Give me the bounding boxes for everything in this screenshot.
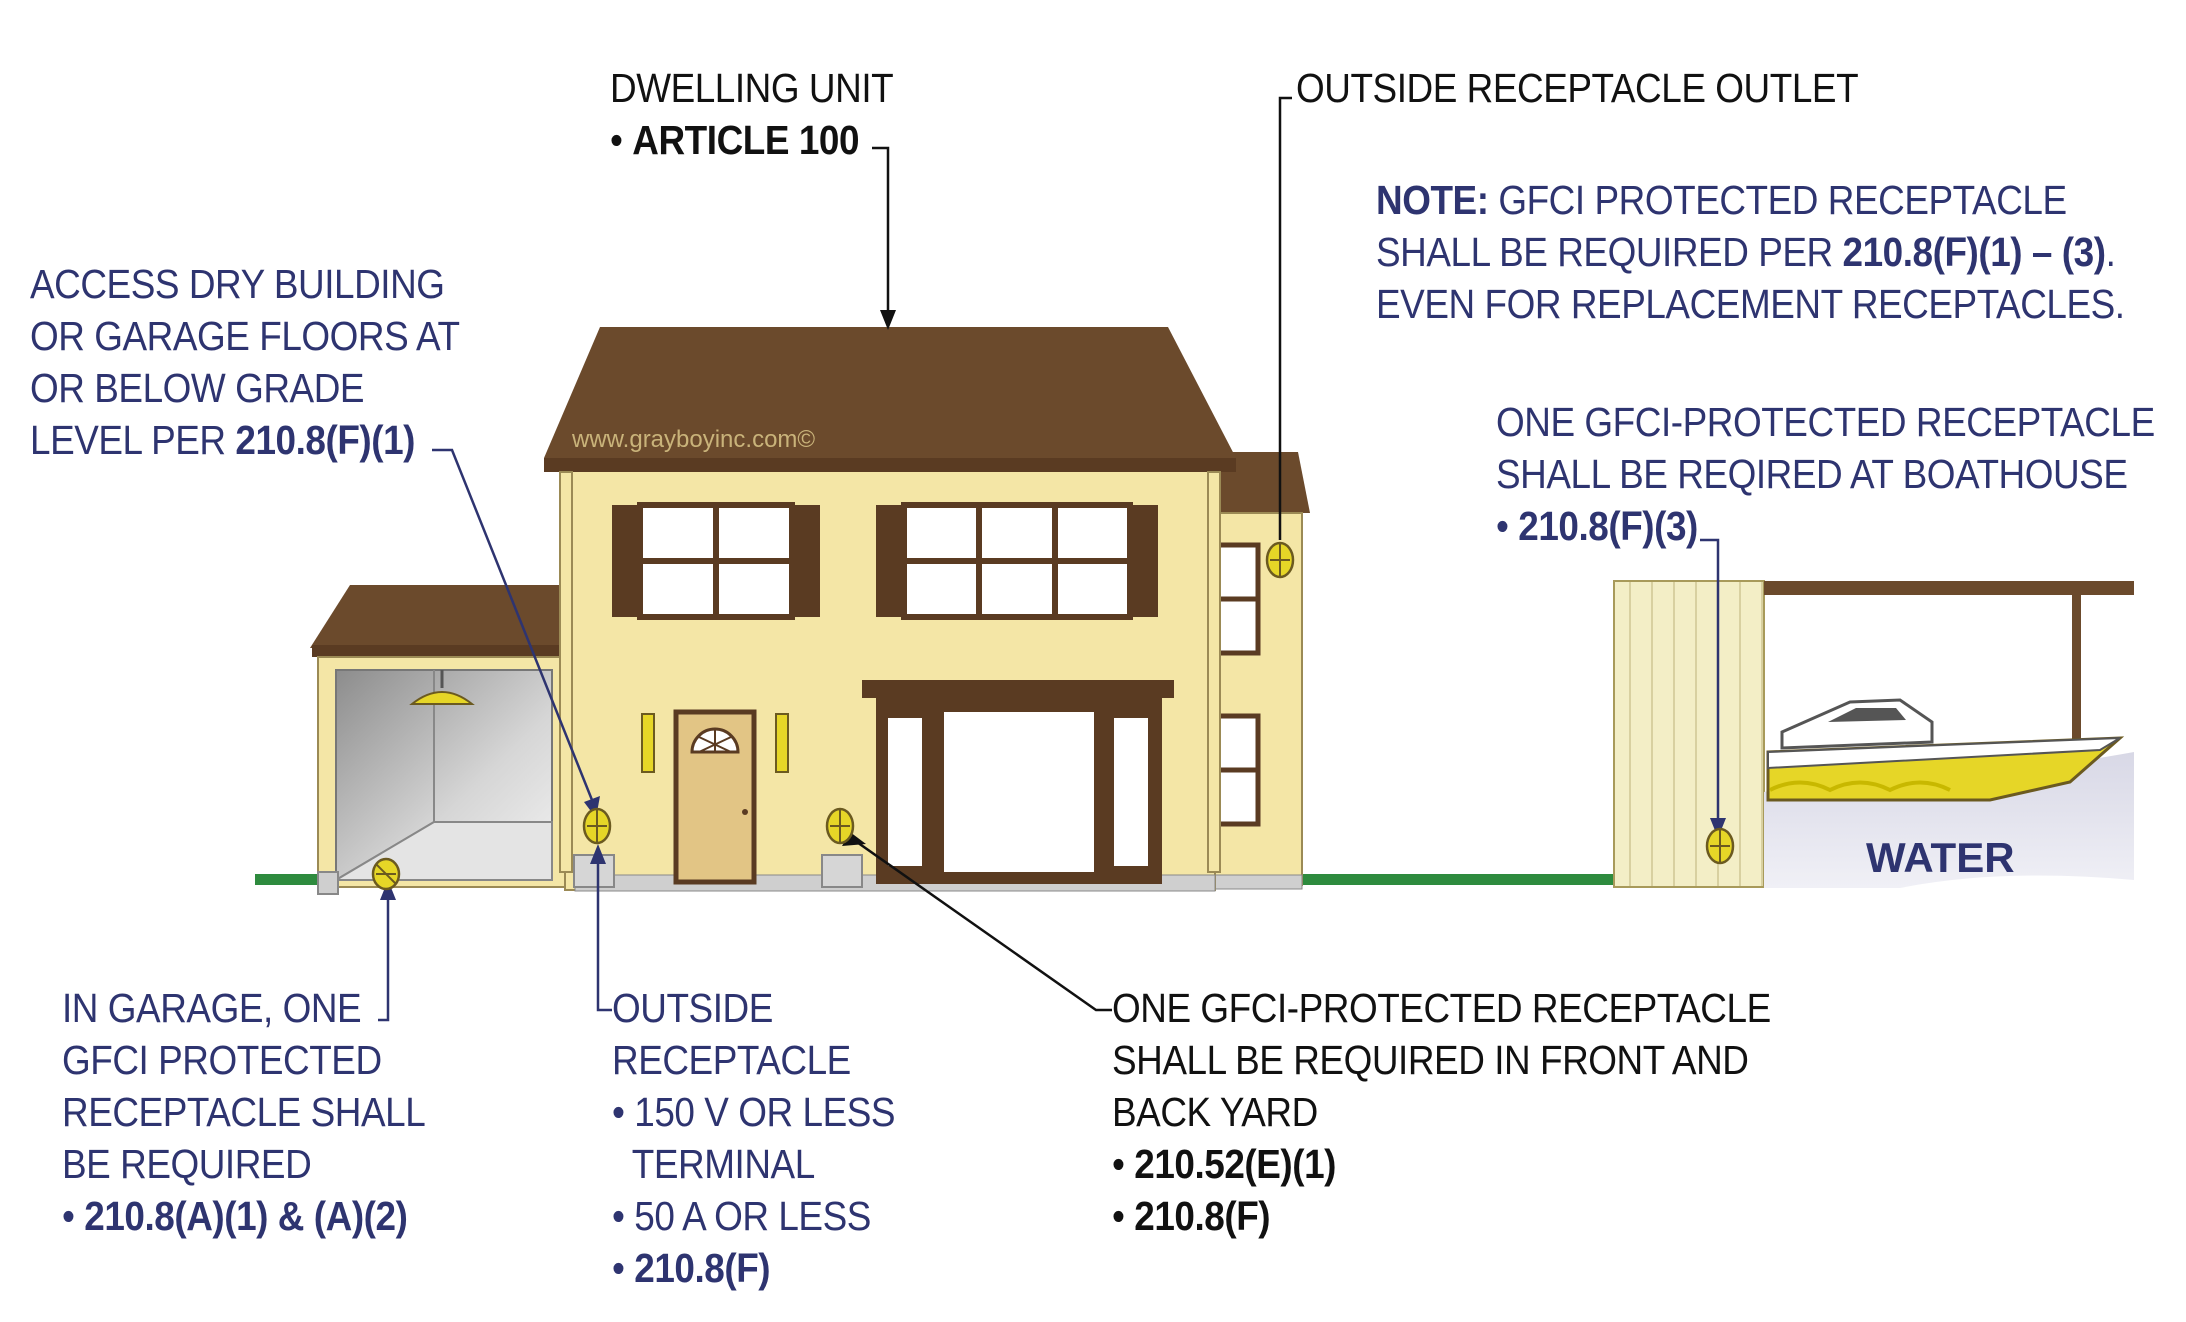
callout-line: NOTE: GFCI PROTECTED RECEPTACLE <box>1376 174 2125 226</box>
bullet: • <box>612 1245 635 1291</box>
receptacle-icon <box>371 857 401 891</box>
callout-line: OUTSIDE RECEPTACLE OUTLET <box>1296 65 1859 111</box>
callout-line: GFCI PROTECTED <box>62 1037 382 1083</box>
callout-note: NOTE: GFCI PROTECTED RECEPTACLE SHALL BE… <box>1376 174 2125 330</box>
callout-garage: IN GARAGE, ONE GFCI PROTECTED RECEPTACLE… <box>62 982 426 1242</box>
callout-line: TERMINAL <box>631 1141 815 1187</box>
callout-line: DWELLING UNIT <box>610 65 894 111</box>
callout-line: • ARTICLE 100 <box>610 114 893 166</box>
callout-line: SHALL BE REQUIRED IN FRONT AND <box>1112 1037 1749 1083</box>
water-label: WATER <box>1866 834 2015 881</box>
callout-line: • 210.8(F)(3) <box>1496 500 2155 552</box>
code-reference: 210.8(F)(3) <box>1518 503 1698 549</box>
receptacle-icon <box>1265 541 1295 579</box>
leader-front-back <box>853 838 1112 1012</box>
bullet: • <box>1496 503 1519 549</box>
callout-access-dry-building: ACCESS DRY BUILDING OR GARAGE FLOORS AT … <box>30 258 460 466</box>
callout-line: BACK YARD <box>1112 1089 1318 1135</box>
main-house <box>544 327 1236 892</box>
leader-boathouse <box>1700 538 1720 830</box>
callout-line: ACCESS DRY BUILDING <box>30 261 445 307</box>
callout-line: EVEN FOR REPLACEMENT RECEPTACLES. <box>1376 281 2125 327</box>
receptacle-icon <box>825 807 855 845</box>
garage <box>310 585 571 895</box>
callout-line: ONE GFCI-PROTECTED RECEPTACLE <box>1496 399 2155 445</box>
receptacles <box>371 541 1735 891</box>
note-text: SHALL BE REQUIRED PER <box>1376 229 1843 275</box>
code-reference: 210.8(F)(1) – (3) <box>1842 229 2106 275</box>
code-reference: 210.52(E)(1) <box>1134 1141 1337 1187</box>
callout-text: LEVEL PER <box>30 417 236 463</box>
code-reference: 210.8(F)(1) <box>235 417 416 463</box>
leader-outside-outlet <box>1278 96 1292 540</box>
bullet: • <box>62 1193 85 1239</box>
callout-line: • 210.8(A)(1) & (A)(2) <box>62 1190 425 1242</box>
callout-line: • 210.8(F) <box>612 1242 895 1294</box>
callout-line: • 150 V OR LESS <box>612 1089 896 1135</box>
receptacle-icon <box>582 807 612 845</box>
callout-line: OR BELOW GRADE <box>30 365 365 411</box>
leader-outside-receptacle <box>596 852 612 1012</box>
bullet: • <box>610 117 633 163</box>
leader-dwelling <box>872 146 890 312</box>
code-reference: ARTICLE 100 <box>632 117 860 163</box>
callout-line: RECEPTACLE SHALL <box>62 1089 426 1135</box>
note-text: . <box>2105 229 2116 275</box>
watermark: www.grayboyinc.com© <box>572 426 816 453</box>
callout-line: SHALL BE REQIRED AT BOATHOUSE <box>1496 451 2128 497</box>
callout-dwelling-unit: DWELLING UNIT • ARTICLE 100 <box>610 62 894 166</box>
receptacle-icon <box>1705 827 1735 865</box>
callout-line: BE REQUIRED <box>62 1141 312 1187</box>
code-reference: 210.8(A)(1) & (A)(2) <box>84 1193 408 1239</box>
bullet: • <box>1112 1141 1135 1187</box>
callout-outside-receptacle: OUTSIDE RECEPTACLE • 150 V OR LESS TERMI… <box>612 982 896 1294</box>
callout-outside-receptacle-outlet: OUTSIDE RECEPTACLE OUTLET <box>1296 62 1859 114</box>
callout-line: RECEPTACLE <box>612 1037 851 1083</box>
callout-line: • 210.52(E)(1) <box>1112 1138 1771 1190</box>
boathouse <box>1613 580 2134 888</box>
callout-line: IN GARAGE, ONE <box>62 985 362 1031</box>
note-prefix: NOTE: <box>1376 177 1489 223</box>
leader-access <box>432 448 594 801</box>
bullet: • <box>1112 1193 1135 1239</box>
callout-line: OR GARAGE FLOORS AT <box>30 313 460 359</box>
leader-garage <box>378 890 390 1022</box>
callout-line: • 210.8(F) <box>1112 1190 1771 1242</box>
code-reference: 210.8(F) <box>634 1245 771 1291</box>
callout-line: OUTSIDE <box>612 985 773 1031</box>
note-text: GFCI PROTECTED RECEPTACLE <box>1488 177 2067 223</box>
callout-line: SHALL BE REQUIRED PER 210.8(F)(1) – (3). <box>1376 226 2125 278</box>
code-reference: 210.8(F) <box>1134 1193 1271 1239</box>
callout-boathouse: ONE GFCI-PROTECTED RECEPTACLE SHALL BE R… <box>1496 396 2155 552</box>
callout-front-back-yard: ONE GFCI-PROTECTED RECEPTACLE SHALL BE R… <box>1112 982 1771 1242</box>
callout-line: ONE GFCI-PROTECTED RECEPTACLE <box>1112 985 1771 1031</box>
callout-line: LEVEL PER 210.8(F)(1) <box>30 414 460 466</box>
callout-line: • 50 A OR LESS <box>612 1193 871 1239</box>
